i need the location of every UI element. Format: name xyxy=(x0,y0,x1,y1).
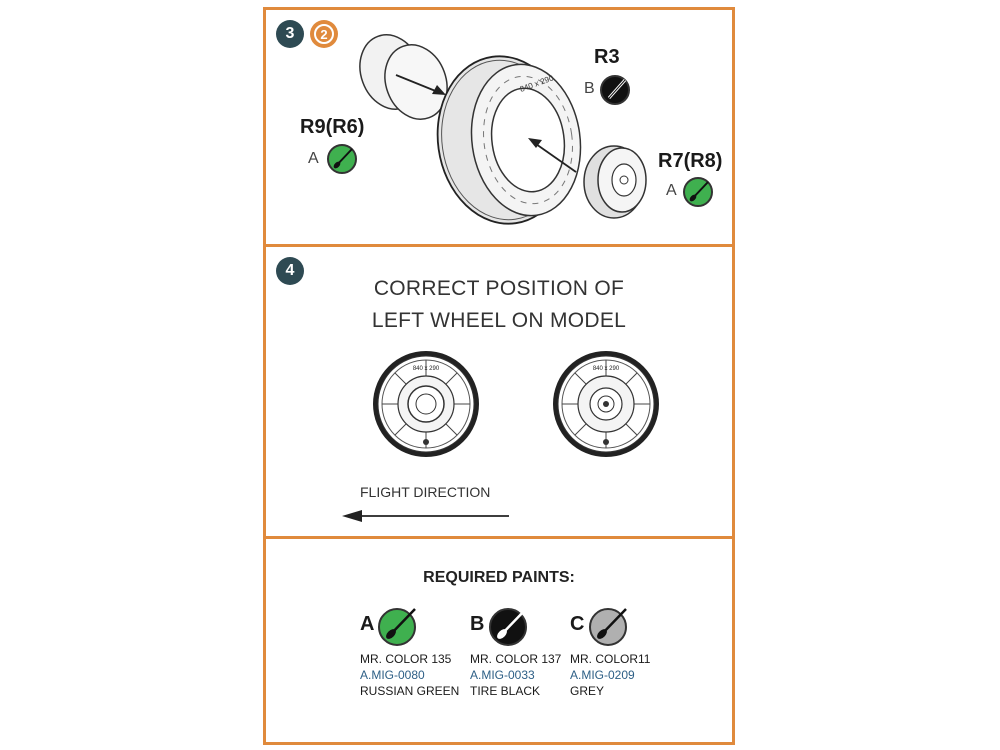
paint-b-brand: MR. COLOR 137 xyxy=(470,652,562,666)
reference-step-icon: 2 xyxy=(310,20,338,48)
part-r3-label: R3 xyxy=(594,46,620,68)
paint-b-letter: B xyxy=(470,613,485,635)
wheel-assembly-diagram: 840 x 290 xyxy=(359,34,647,225)
flight-direction-arrow xyxy=(342,510,509,522)
tire-part: 840 x 290 xyxy=(436,55,582,225)
paint-c-letter: C xyxy=(570,613,585,635)
required-paints-title: REQUIRED PAINTS: xyxy=(423,569,575,586)
paint-c-code: A.MIG-0209 xyxy=(570,668,635,682)
required-paints-panel: REQUIRED PAINTS: A MR. COLOR 135 A.MIG-0… xyxy=(263,536,735,745)
part-r3-color-letter: B xyxy=(584,80,595,97)
part-r7-label: R7(R8) xyxy=(658,150,723,172)
paint-a-name: RUSSIAN GREEN xyxy=(360,684,460,698)
step-number-badge: 3 xyxy=(276,20,304,48)
paint-a-letter: A xyxy=(360,613,375,635)
paint-a-details: MR. COLOR 135 A.MIG-0080 RUSSIAN GREEN xyxy=(360,651,459,699)
part-r9-color-letter: A xyxy=(308,150,319,167)
paint-c-swatch-icon xyxy=(588,605,630,652)
wheel-inner-side-view: 840 x 290 xyxy=(553,351,659,457)
paint-brush-icon xyxy=(682,176,714,213)
paint-a-code: A.MIG-0080 xyxy=(360,668,425,682)
paint-a-brand: MR. COLOR 135 xyxy=(360,652,452,666)
position-title-line1: CORRECT POSITION OF xyxy=(373,277,625,300)
paint-a-swatch-icon xyxy=(377,605,419,652)
wheel-orientation-diagram: 840 x 290 840 x 290 xyxy=(342,351,659,522)
position-title-line2: LEFT WHEEL ON MODEL xyxy=(371,309,627,332)
part-r7-color-letter: A xyxy=(666,182,677,199)
step-4-panel: 4 CORRECT POSITION OF LEFT WHEEL ON MODE… xyxy=(263,244,735,539)
paint-b-swatch-icon xyxy=(488,605,530,652)
paint-b-details: MR. COLOR 137 A.MIG-0033 TIRE BLACK xyxy=(470,651,561,699)
step-3-panel: 3 2 840 x 290 xyxy=(263,7,735,247)
paint-c-details: MR. COLOR11 A.MIG-0209 GREY xyxy=(570,651,650,699)
paint-c-brand: MR. COLOR11 xyxy=(570,652,651,666)
svg-text:2: 2 xyxy=(320,27,327,42)
paint-b-code: A.MIG-0033 xyxy=(470,668,535,682)
paint-c-name: GREY xyxy=(570,684,605,698)
svg-text:840 x 290: 840 x 290 xyxy=(593,366,620,372)
wheel-hub-part xyxy=(583,145,647,219)
svg-text:840 x 290: 840 x 290 xyxy=(413,366,440,372)
hub-cap-part xyxy=(359,34,448,120)
paint-brush-icon xyxy=(599,74,631,111)
paint-brush-icon xyxy=(326,143,358,180)
part-r9-label: R9(R6) xyxy=(300,116,365,138)
paint-b-name: TIRE BLACK xyxy=(470,684,541,698)
flight-direction-label: FLIGHT DIRECTION xyxy=(360,484,491,500)
wheel-outer-side-view: 840 x 290 xyxy=(373,351,479,457)
step-number-badge: 4 xyxy=(276,257,304,285)
